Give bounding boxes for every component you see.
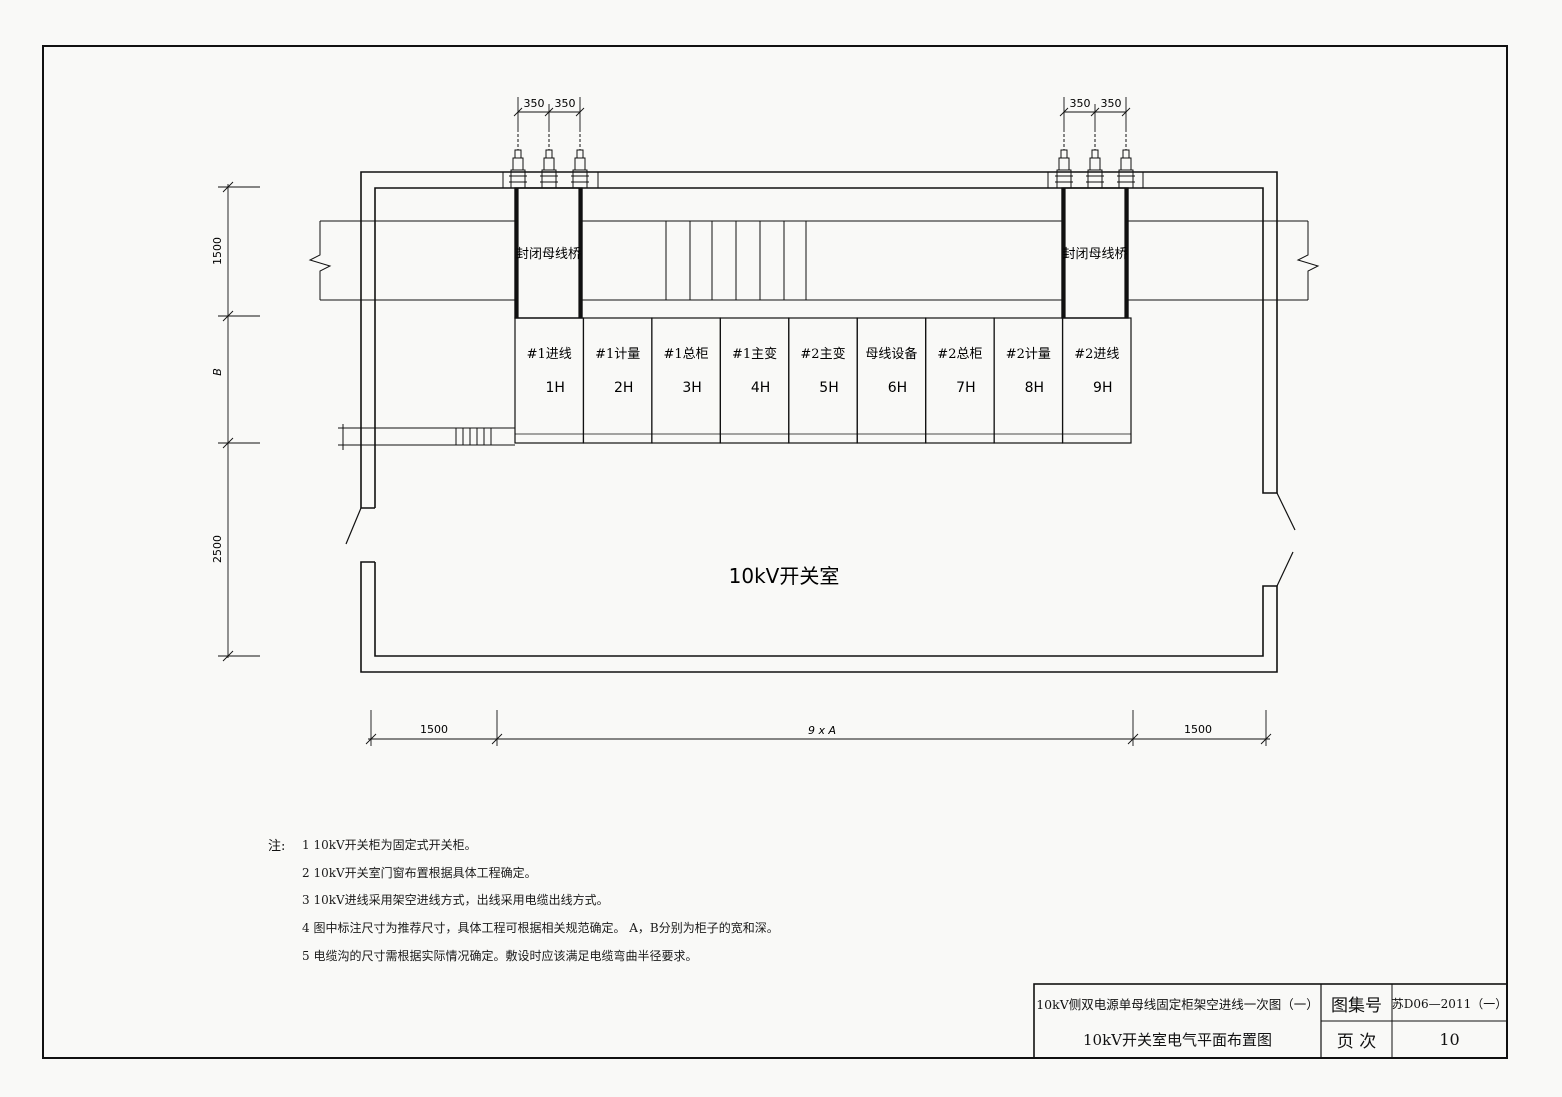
dim-top-left-1: 350 (524, 97, 545, 110)
cable-trench (308, 220, 1320, 301)
title-line-2: 10kV开关室电气平面布置图 (1082, 1030, 1272, 1049)
title-block-frame (1033, 983, 1508, 1059)
insulator-part (1087, 169, 1103, 189)
room-label: 10kV开关室 (729, 564, 840, 588)
cabinet-4: #1主变 4H (719, 317, 790, 444)
note-item-4: 4 图中标注尺寸为推荐尺寸，具体工程可根据相关规范确定。 A，B分别为柜子的宽和… (302, 921, 779, 935)
trench-entry (338, 424, 515, 450)
drawing-frame (42, 45, 1508, 1059)
cabinet-name: #1主变 (732, 346, 777, 362)
atlas-value: 苏D06—2011（一） (1391, 996, 1508, 1011)
dim-left-b: B (211, 368, 224, 376)
insulator-part (574, 157, 586, 171)
insulator-part (1118, 169, 1134, 189)
left-dimensions (218, 181, 260, 662)
insulator-part (1091, 149, 1099, 159)
cabinet-name: #2进线 (1074, 347, 1119, 362)
cabinet-name: #2总柜 (937, 347, 982, 362)
insulator-part (1122, 149, 1130, 159)
room-walls (360, 171, 1278, 673)
cabinet-outline (1061, 317, 1132, 444)
insulator-part (1056, 169, 1072, 189)
dim-left-2500: 2500 (211, 535, 224, 563)
cabinet-1: #1进线 1H (514, 317, 585, 444)
dim-bottom-left-1500: 1500 (420, 723, 448, 736)
upper-wall (360, 171, 1278, 509)
note-item-2: 2 10kV开关室门窗布置根据具体工程确定。 (302, 866, 537, 880)
cabinet-code: 1H (546, 380, 565, 396)
cabinet-name: #2计量 (1006, 347, 1051, 362)
insulator-1 (509, 134, 527, 189)
cabinet-name: 母线设备 (865, 346, 917, 362)
cabinet-2: #1计量 2H (582, 317, 653, 444)
dim-left-1500: 1500 (211, 237, 224, 265)
insulator-part (545, 149, 553, 159)
cabinet-code: 8H (1025, 380, 1044, 396)
cabinet-name: #1总柜 (664, 347, 709, 362)
insulator-part (1120, 157, 1132, 171)
insulator-2 (540, 134, 558, 189)
cabinet-name: #1进线 (527, 347, 572, 362)
right-door-upper (1276, 492, 1296, 531)
page-value: 10 (1439, 1029, 1460, 1049)
bus-bridge-label-right: 封闭母线桥 (1062, 247, 1127, 262)
cabinet-8: #2计量 8H (993, 317, 1064, 444)
cabinet-code: 7H (956, 380, 975, 396)
page-label: 页 次 (1336, 1031, 1377, 1052)
cabinet-9: #2进线 9H (1061, 317, 1132, 444)
insulators (509, 134, 1135, 189)
dim-bottom-right-1500: 1500 (1184, 723, 1212, 736)
insulator-6 (1117, 134, 1135, 189)
cabinet-6: 母线设备 6H (856, 317, 927, 444)
dim-top-right-2: 350 (1101, 97, 1122, 110)
top-dimensions (513, 97, 1131, 132)
cabinet-code: 3H (682, 380, 701, 396)
left-door (345, 507, 362, 545)
atlas-label: 图集号 (1331, 995, 1382, 1016)
cabinet-code: 4H (751, 380, 770, 396)
cabinet-5: #2主变 5H (788, 317, 858, 444)
cabinet-name: #2主变 (800, 346, 845, 362)
cabinet-code: 2H (614, 380, 633, 396)
insulator-part (572, 169, 588, 189)
cabinet-code: 9H (1093, 380, 1112, 396)
insulator-part (543, 157, 555, 171)
note-item-1: 1 10kV开关柜为固定式开关柜。 (302, 838, 477, 852)
insulator-part (514, 149, 522, 159)
insulator-4 (1055, 134, 1073, 189)
cabinet-code: 5H (819, 380, 838, 396)
dim-bottom-9xa: 9 x A (808, 724, 836, 737)
bottom-dimensions (365, 710, 1272, 746)
cabinet-7: #2总柜 7H (925, 317, 995, 444)
insulator-part (510, 169, 526, 189)
right-door-lower (1276, 551, 1294, 587)
insulator-part (1089, 157, 1101, 171)
bus-bridges (502, 171, 1144, 319)
bus-bridge-label-left: 封闭母线桥 (516, 247, 581, 262)
insulator-part (1058, 157, 1070, 171)
cabinet-3: #1总柜 3H (651, 317, 721, 444)
insulator-part (1060, 149, 1068, 159)
dim-top-right-1: 350 (1070, 97, 1091, 110)
note-item-3: 3 10kV进线采用架空进线方式，出线采用电缆出线方式。 (302, 893, 609, 907)
insulator-part (512, 157, 524, 171)
cabinet-name: #1计量 (595, 347, 640, 362)
cabinet-row: #1进线 1H #1计量 2H #1总柜 3H #1主变 4H #2主变 5H 母线设备 6H #2总柜… (514, 317, 1132, 444)
dim-top-left-2: 350 (555, 97, 576, 110)
title-line-1: 10kV侧双电源单母线固定柜架空进线一次图（一） (1036, 996, 1319, 1012)
insulator-3 (571, 134, 589, 189)
insulator-part (541, 169, 557, 189)
doors (345, 492, 1296, 587)
notes-lead: 注: (268, 839, 286, 854)
cabinet-code: 6H (888, 380, 907, 396)
insulator-5 (1086, 134, 1104, 189)
insulator-part (576, 149, 584, 159)
note-item-5: 5 电缆沟的尺寸需根据实际情况确定。敷设时应该满足电缆弯曲半径要求。 (302, 949, 698, 963)
